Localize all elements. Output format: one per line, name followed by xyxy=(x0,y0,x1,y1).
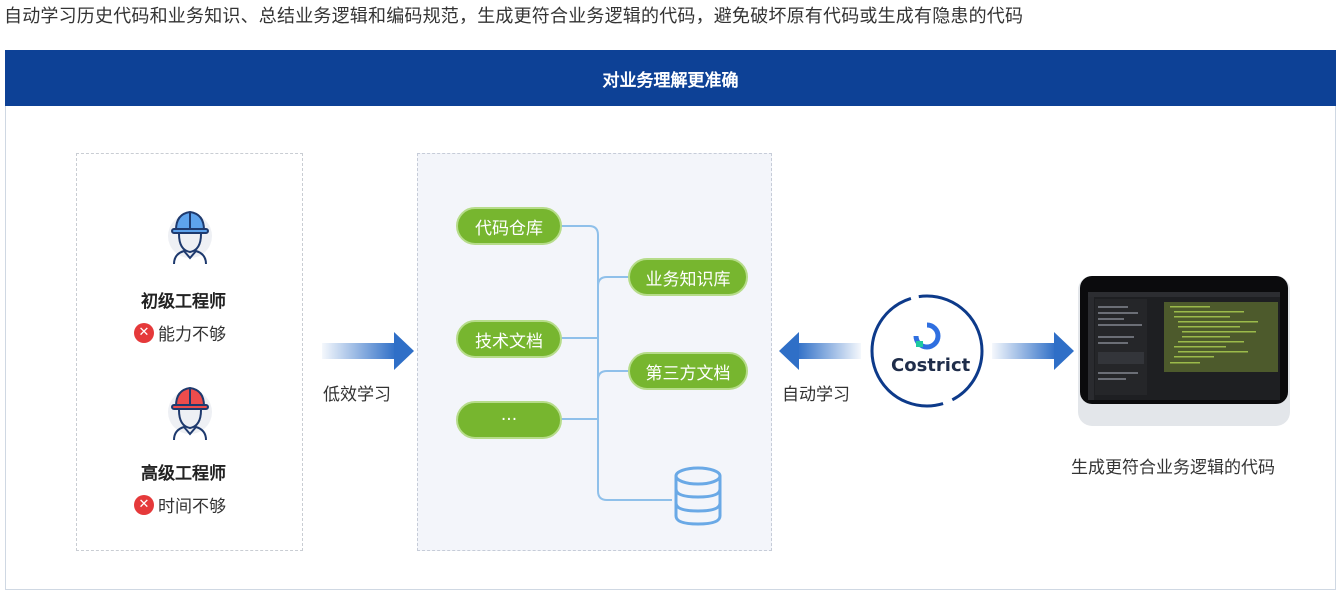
auto-learning-label: 自动学习 xyxy=(782,385,850,405)
output-arrow xyxy=(992,332,1074,370)
knowledge-tree-lines xyxy=(561,225,672,501)
page-caption: 自动学习历史代码和业务知识、总结业务逻辑和编码规范，生成更符合业务逻辑的代码，避… xyxy=(4,6,1024,27)
code-repo-node: 代码仓库 xyxy=(456,207,562,245)
costrict-logo-ring xyxy=(870,294,984,408)
costrict-logo-text: Costrict xyxy=(891,355,971,376)
senior-note-text: 时间不够 xyxy=(158,497,226,517)
auto-learning-arrow xyxy=(779,332,861,370)
cross-icon: ✕ xyxy=(134,494,154,515)
banner-title: 对业务理解更准确 xyxy=(5,50,1336,106)
third-party-docs-node: 第三方文档 xyxy=(628,352,748,390)
junior-note-text: 能力不够 xyxy=(158,325,226,345)
cross-icon: ✕ xyxy=(134,322,154,343)
senior-engineer-title: 高级工程师 xyxy=(141,464,226,484)
laptop-code-screen xyxy=(1078,276,1290,426)
business-kb-node: 业务知识库 xyxy=(628,258,748,296)
inefficient-learning-arrow xyxy=(322,332,414,370)
more-node: ··· xyxy=(456,401,562,439)
junior-engineer-title: 初级工程师 xyxy=(141,292,226,312)
tech-docs-node: 技术文档 xyxy=(456,320,562,358)
output-caption: 生成更符合业务逻辑的代码 xyxy=(1071,458,1275,478)
engineers-panel xyxy=(76,153,303,551)
senior-engineer-note: ✕ 时间不够 xyxy=(134,492,226,517)
junior-engineer-icon xyxy=(168,210,212,265)
database-icon xyxy=(674,466,722,526)
senior-engineer-icon xyxy=(168,386,212,441)
inefficient-learning-label: 低效学习 xyxy=(323,385,391,405)
costrict-mark-icon xyxy=(913,322,941,350)
junior-engineer-note: ✕ 能力不够 xyxy=(134,320,226,345)
